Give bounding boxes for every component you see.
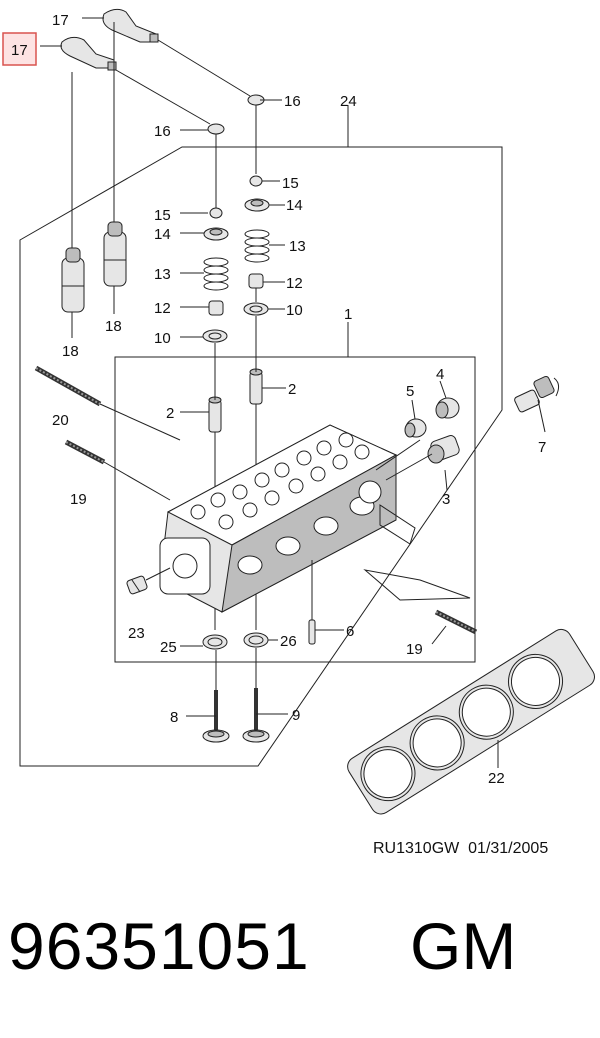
callout-17-upper[interactable]: 17	[52, 12, 69, 29]
callout-9[interactable]: 9	[292, 707, 300, 724]
dowel-pin-6[interactable]	[308, 619, 316, 645]
spring-retainer-14-left[interactable]	[203, 227, 229, 241]
callout-24[interactable]: 24	[340, 93, 357, 110]
callout-18-left[interactable]: 18	[62, 343, 79, 360]
callout-15-left[interactable]: 15	[154, 207, 171, 224]
diagram-reference-caption: RU1310GW 01/31/2005	[373, 840, 549, 857]
valve-seal-12-left[interactable]	[208, 300, 224, 316]
callout-4[interactable]: 4	[436, 366, 444, 383]
callout-17-highlighted[interactable]: 17	[11, 42, 28, 59]
part-number: 96351051	[8, 909, 310, 983]
highlighted-callout-box[interactable]	[2, 32, 37, 66]
cylinder-head-frame	[114, 356, 476, 663]
callout-23[interactable]: 23	[128, 625, 145, 642]
valve-seat-25[interactable]	[202, 634, 228, 650]
callout-2-left[interactable]: 2	[166, 405, 174, 422]
callout-14-right[interactable]: 14	[286, 197, 303, 214]
exploded-parts-diagram: 17 17 24 16 16 15 14 15 14 13 13 12 12 1…	[2, 8, 598, 818]
callout-15-right[interactable]: 15	[282, 175, 299, 192]
cup-plug-5[interactable]	[404, 418, 427, 438]
cup-plug-4[interactable]	[435, 397, 460, 419]
valve-key-15-right[interactable]	[249, 175, 263, 187]
callout-13-right[interactable]: 13	[289, 238, 306, 255]
valve-seal-12-right[interactable]	[248, 273, 264, 289]
spring-retainer-14-right[interactable]	[244, 198, 270, 212]
valve-key-16-left[interactable]	[207, 123, 225, 135]
callout-7[interactable]: 7	[538, 439, 546, 456]
callout-26[interactable]: 26	[280, 633, 297, 650]
stud-19-left[interactable]	[64, 439, 106, 465]
valve-seat-26[interactable]	[243, 632, 269, 648]
callout-20[interactable]: 20	[52, 412, 69, 429]
callout-19-left[interactable]: 19	[70, 491, 87, 508]
callout-10-right[interactable]: 10	[286, 302, 303, 319]
callout-22[interactable]: 22	[488, 770, 505, 787]
stud-19-right[interactable]	[434, 609, 478, 635]
spring-seat-10-left[interactable]	[202, 329, 228, 343]
callout-14-left[interactable]: 14	[154, 226, 171, 243]
valve-guide-right[interactable]	[249, 368, 263, 405]
cylinder-head[interactable]	[159, 424, 398, 613]
assembly-frame	[19, 146, 503, 767]
intake-valve-8[interactable]	[202, 690, 230, 743]
coolant-sensor-7[interactable]	[514, 375, 560, 413]
valve-spring-13-right[interactable]	[244, 229, 270, 263]
stud-20[interactable]	[34, 365, 102, 407]
valve-spring-13-left[interactable]	[203, 257, 229, 291]
valve-key-15-left[interactable]	[209, 207, 223, 219]
callout-18-right[interactable]: 18	[105, 318, 122, 335]
callout-19-right[interactable]: 19	[406, 641, 423, 658]
callout-12-left[interactable]: 12	[154, 300, 171, 317]
callout-1[interactable]: 1	[344, 306, 352, 323]
callout-5[interactable]: 5	[406, 383, 414, 400]
callout-10-left[interactable]: 10	[154, 330, 171, 347]
callout-16-right[interactable]: 16	[284, 93, 301, 110]
valve-guide-left[interactable]	[208, 396, 222, 433]
callout-6[interactable]: 6	[346, 623, 354, 640]
callout-3[interactable]: 3	[442, 491, 450, 508]
temperature-sender-3[interactable]	[427, 434, 461, 464]
plug-bolt-23[interactable]	[126, 575, 148, 595]
rocker-arm-17-upper[interactable]	[102, 8, 159, 43]
callout-25[interactable]: 25	[160, 639, 177, 656]
callout-13-left[interactable]: 13	[154, 266, 171, 283]
head-gasket-22[interactable]	[344, 626, 598, 818]
hydraulic-lifter-right[interactable]	[103, 221, 127, 287]
callout-16-left[interactable]: 16	[154, 123, 171, 140]
callout-8[interactable]: 8	[170, 709, 178, 726]
brand-name: GM	[410, 909, 517, 983]
hydraulic-lifter-left[interactable]	[61, 247, 85, 313]
callout-12-right[interactable]: 12	[286, 275, 303, 292]
exhaust-valve-9[interactable]	[242, 688, 270, 743]
callout-2-right[interactable]: 2	[288, 381, 296, 398]
spring-seat-10-right[interactable]	[243, 302, 269, 316]
rocker-arm-17-lower[interactable]	[60, 36, 117, 71]
